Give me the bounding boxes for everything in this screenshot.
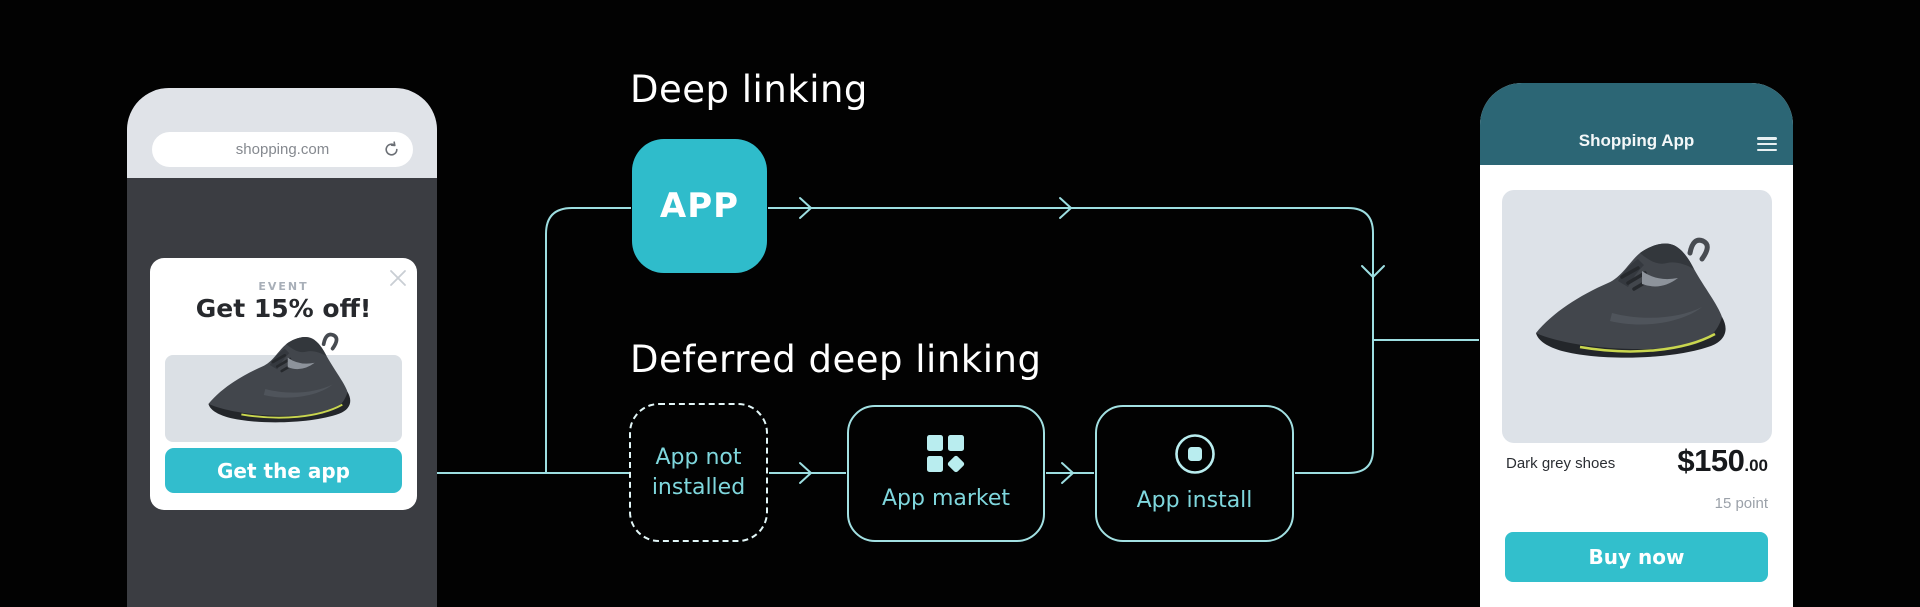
- price-dollars: $150: [1677, 443, 1745, 478]
- dark-grey-sneaker-image: [1522, 221, 1752, 381]
- dark-grey-sneaker-image: [198, 320, 370, 440]
- deep-linking-title: Deep linking: [630, 68, 868, 111]
- get-the-app-button[interactable]: Get the app: [165, 448, 402, 493]
- app-market-grid-icon: [927, 434, 965, 473]
- node-app-market: App market: [847, 405, 1045, 542]
- deferred-deep-linking-title: Deferred deep linking: [630, 338, 1042, 381]
- browser-phone: shopping.com EVENT Get 15% off! Get the …: [127, 88, 437, 607]
- browser-header: shopping.com: [127, 88, 437, 178]
- reload-icon[interactable]: [383, 141, 400, 158]
- popup-headline: Get 15% off!: [195, 294, 372, 323]
- node-label: App install: [1136, 487, 1253, 513]
- arrow-right-icon: [799, 462, 812, 484]
- hamburger-menu-icon[interactable]: [1757, 137, 1777, 151]
- close-icon[interactable]: [389, 269, 407, 287]
- node-label: App not installed: [651, 445, 746, 500]
- arrow-down-icon: [1361, 265, 1385, 278]
- popup-eyebrow: EVENT: [258, 280, 309, 293]
- get-app-popup: EVENT Get 15% off! Get the app: [150, 258, 417, 510]
- price-cents: .00: [1744, 456, 1768, 475]
- arrow-right-icon: [799, 197, 812, 219]
- product-name: Dark grey shoes: [1506, 455, 1616, 472]
- line-branch-to-app: [545, 207, 631, 473]
- app-node-label: APP: [659, 186, 740, 226]
- shopping-app-phone: Shopping App Dark grey shoes $150.00 15 …: [1480, 83, 1793, 607]
- node-app-not-installed: App not installed: [629, 403, 768, 542]
- app-title: Shopping App: [1578, 131, 1695, 150]
- url-text: shopping.com: [235, 141, 330, 158]
- app-header: Shopping App: [1480, 83, 1793, 165]
- line-app-to-merge: [768, 207, 1374, 474]
- buy-now-button[interactable]: Buy now: [1505, 532, 1768, 582]
- arrow-right-icon: [1061, 462, 1074, 484]
- product-price: $150.00: [1677, 443, 1768, 479]
- node-label: App market: [881, 485, 1011, 511]
- app-node: APP: [632, 139, 767, 273]
- url-bar[interactable]: shopping.com: [152, 132, 413, 167]
- app-install-circle-icon: [1174, 434, 1215, 474]
- loyalty-points: 15 point: [1714, 495, 1768, 512]
- arrow-right-icon: [1059, 197, 1072, 219]
- node-app-install: App install: [1095, 405, 1294, 542]
